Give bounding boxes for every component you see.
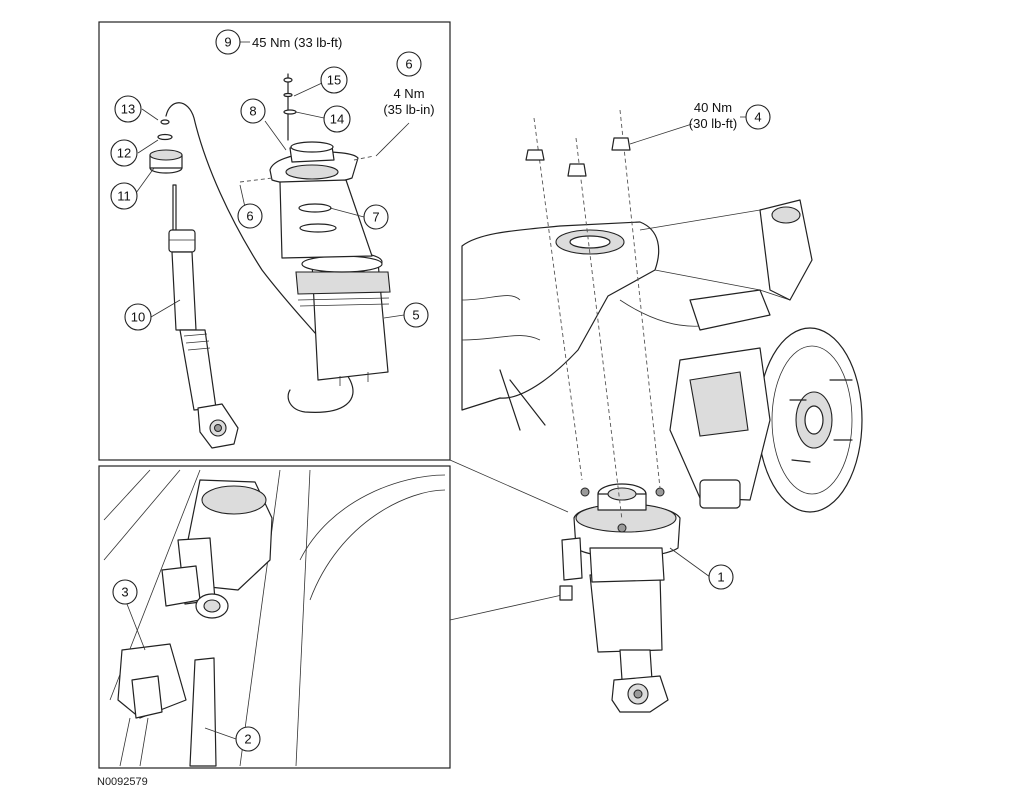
inset-leader-lower — [449, 594, 563, 621]
brake-rotor — [757, 327, 863, 513]
torque-spec-9: 45 Nm (33 lb-ft) — [252, 35, 342, 50]
callout-10-label: 10 — [131, 310, 145, 325]
brake-caliper — [669, 347, 771, 509]
washer-14 — [283, 109, 297, 115]
figure-number: N0092579 — [97, 776, 148, 788]
nut-13 — [160, 119, 170, 125]
callout-15-label: 15 — [327, 73, 341, 88]
callout-8-label: 8 — [249, 104, 256, 119]
air-spring — [295, 251, 391, 386]
bolt-6-right — [353, 155, 375, 161]
callout-4: 4 — [745, 104, 771, 130]
callout-9-label: 9 — [224, 35, 231, 50]
upper-inset-frame — [98, 21, 451, 461]
callout-4-label: 4 — [754, 110, 761, 125]
callout-12: 12 — [110, 139, 138, 167]
torque-spec-6-line1: 4 Nm — [393, 86, 424, 101]
callout-1-label: 1 — [717, 570, 724, 585]
callout-12-label: 12 — [117, 146, 131, 161]
callout-11: 11 — [110, 182, 138, 210]
callout-8: 8 — [240, 98, 266, 124]
callout-7: 7 — [363, 204, 389, 230]
shock-upper-insulator — [149, 149, 183, 174]
callout-5: 5 — [403, 302, 429, 328]
callout-5-label: 5 — [412, 308, 419, 323]
callout-6-right: 6 — [396, 51, 422, 77]
callout-2-label: 2 — [244, 732, 251, 747]
mount-bolts — [525, 109, 661, 521]
callout-6-right-label: 6 — [405, 57, 412, 72]
air-line — [165, 102, 354, 413]
nut-9 — [283, 77, 293, 83]
lower-inset-frame — [98, 465, 451, 769]
air-strut-assembly — [559, 483, 681, 713]
callout-3: 3 — [112, 579, 138, 605]
callout-13-label: 13 — [121, 102, 135, 117]
upper-mount-bracket — [269, 141, 373, 259]
callout-6-left: 6 — [237, 203, 263, 229]
callout-3-label: 3 — [121, 585, 128, 600]
connector-detail — [103, 469, 446, 767]
washer-12 — [157, 133, 173, 141]
callout-10: 10 — [124, 303, 152, 331]
callout-7-label: 7 — [372, 210, 379, 225]
torque-spec-4-line2: (30 lb-ft) — [689, 116, 737, 131]
torque-spec-4-line1: 40 Nm — [694, 100, 732, 115]
bolt-6-left — [239, 177, 273, 183]
callout-14: 14 — [323, 105, 351, 133]
callout-11-label: 11 — [117, 189, 131, 204]
callout-1: 1 — [708, 564, 734, 590]
shock-absorber — [168, 184, 239, 449]
callout-2: 2 — [235, 726, 261, 752]
callout-13: 13 — [114, 95, 142, 123]
callout-15: 15 — [320, 66, 348, 94]
callout-6-left-label: 6 — [246, 209, 253, 224]
inset-leader-upper — [449, 459, 569, 513]
torque-spec-6-line2: (35 lb-in) — [383, 102, 434, 117]
callout-9: 9 — [215, 29, 241, 55]
upper-control-arm — [689, 199, 813, 331]
washer-15 — [283, 92, 293, 98]
callout-leaders — [126, 41, 746, 740]
callout-14-label: 14 — [330, 112, 344, 127]
